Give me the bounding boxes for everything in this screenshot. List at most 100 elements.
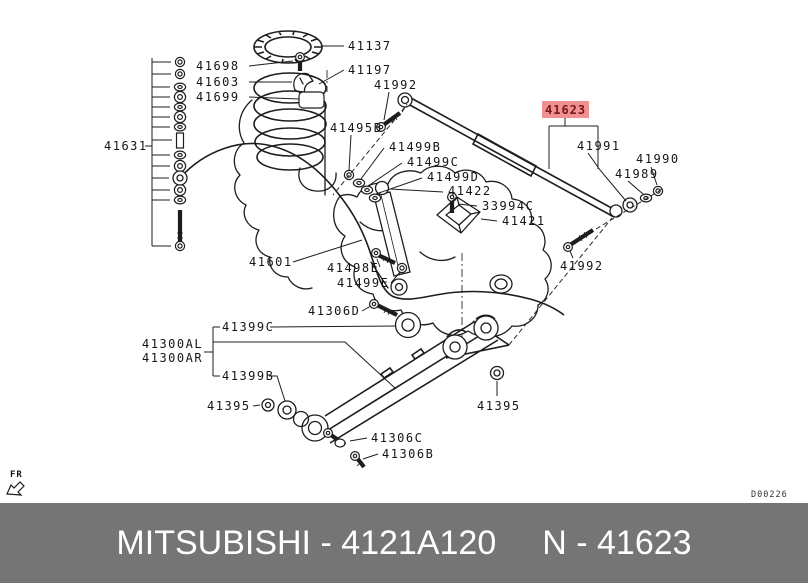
axle-housing-sketch [233, 99, 552, 338]
part-label-41601: 41601 [249, 255, 293, 269]
part-callout-41989: 41989 [615, 167, 657, 195]
stack-bushing [173, 90, 187, 104]
stabilizer-link-stack [151, 56, 187, 252]
shock-body-line [380, 194, 401, 275]
coil-spring-drawing [253, 72, 327, 171]
part-label-41395: 41395 [477, 399, 521, 413]
part-callout-41399B: 41399B [213, 369, 286, 402]
part-callout-41306B: 41306B [362, 447, 434, 461]
part-callout-41300AL-AR: 41300AL 41300AR [142, 327, 397, 390]
part-callout-41699: 41699 [196, 90, 300, 104]
part-callout-41498E: 41498E [327, 258, 381, 275]
part-callout-41601: 41601 [249, 239, 363, 269]
stabilizer-fittings [293, 51, 325, 109]
fr-direction-marker: FR [6, 470, 25, 496]
coil-spring [253, 72, 327, 171]
part-callout-41421: 41421 [480, 214, 546, 228]
part-label-41499B: 41499B [389, 140, 441, 154]
leader-bracket [548, 118, 599, 169]
leader-line [650, 166, 658, 186]
part-label-41698: 41698 [196, 59, 240, 73]
leader-line [569, 250, 574, 259]
part-label-41306C: 41306C [371, 431, 423, 445]
bolt-41498E-head [371, 248, 381, 258]
leader-line [457, 203, 478, 207]
leader-line [587, 152, 627, 202]
part-callout-41422: 41422 [389, 184, 492, 198]
stack-washer [173, 82, 187, 92]
part-label-41499C: 41499C [407, 155, 459, 169]
spring-seat-ring [253, 30, 323, 64]
part-label-41498E: 41498E [327, 261, 379, 275]
part-label-41421: 41421 [502, 214, 546, 228]
part-callout-41603: 41603 [196, 75, 292, 89]
parts-diagram: 41137 41197 41698 41603 41699 41631 4199… [6, 30, 788, 500]
washer-41499C [360, 185, 374, 195]
leader-line [292, 239, 363, 263]
leader-bracket [204, 327, 397, 390]
link-bolt-head [174, 240, 186, 252]
footer-brand-part: MITSUBISHI - 4121A120 [116, 523, 497, 562]
leader-line [213, 325, 397, 328]
leader-line [389, 188, 444, 193]
part-label-41395: 41395 [207, 399, 251, 413]
stack-washer [173, 122, 187, 132]
leader-line [213, 375, 286, 402]
stack-bushing [173, 159, 187, 173]
part-callout-41990: 41990 [636, 152, 678, 186]
fasteners [323, 121, 664, 461]
part-callout-41991: 41991 [577, 139, 627, 202]
shock-rod [407, 97, 618, 218]
part-callout-41992-top: 41992 [374, 78, 416, 121]
part-callout-41992-bottom: 41992 [560, 250, 602, 273]
part-callout-41499D: 41499D [375, 170, 479, 195]
leader-line [383, 91, 390, 121]
housing-outline [233, 99, 552, 338]
stack-nut [174, 68, 186, 80]
part-label-41499D: 41499D [427, 170, 479, 184]
leader-line [349, 437, 368, 442]
part-label-41399B: 41399B [222, 369, 274, 383]
part-callout-41698: 41698 [196, 59, 294, 73]
part-callout-41499C: 41499C [367, 155, 459, 187]
leader-line [362, 453, 379, 460]
part-label-41991: 41991 [577, 139, 621, 153]
stack-washer [173, 102, 187, 112]
drawing-code: D00226 [751, 490, 788, 500]
part-label-41197: 41197 [348, 63, 392, 77]
part-label-41399C: 41399C [222, 320, 274, 334]
part-label-41306B: 41306B [382, 447, 434, 461]
stack-bushing [173, 110, 187, 124]
highlight-box [542, 101, 589, 118]
washer-41499B [352, 178, 366, 188]
part-label-41422: 41422 [448, 184, 492, 198]
leader-line [627, 180, 644, 195]
screw-41306B-head [350, 451, 360, 461]
part-callout-41306C: 41306C [349, 431, 423, 445]
nut-41990 [652, 185, 664, 197]
part-label-41306D: 41306D [308, 304, 360, 318]
fr-arrow-icon [6, 481, 25, 496]
part-label-41300AR: 41300AR [142, 351, 203, 365]
leader-line [361, 305, 372, 312]
part-label-41623: 41623 [545, 103, 586, 117]
fr-label: FR [10, 470, 23, 480]
center-line [326, 70, 463, 337]
part-callout-41197: 41197 [318, 63, 392, 85]
leader-line [375, 177, 423, 195]
bolt-41306D-head [369, 299, 379, 309]
nut-41499E [396, 262, 408, 274]
part-label-41495B: 41495B [330, 121, 382, 135]
washer-41306C [334, 438, 346, 448]
stack-bushing [173, 183, 187, 197]
footer-n-number: N - 41623 [542, 523, 692, 562]
part-label-41300AL: 41300AL [142, 337, 203, 351]
part-label-41499E: 41499E [337, 276, 389, 290]
bolt-41306C-head [323, 428, 333, 438]
shock-absorber-assy-41623 [407, 97, 618, 218]
stabilizer-bar [179, 142, 565, 316]
highlighted-part-callout-41623: 41623 [542, 101, 599, 169]
bushing-41699 [298, 91, 325, 109]
leader-line [348, 134, 352, 171]
spacer-tube [175, 132, 185, 149]
